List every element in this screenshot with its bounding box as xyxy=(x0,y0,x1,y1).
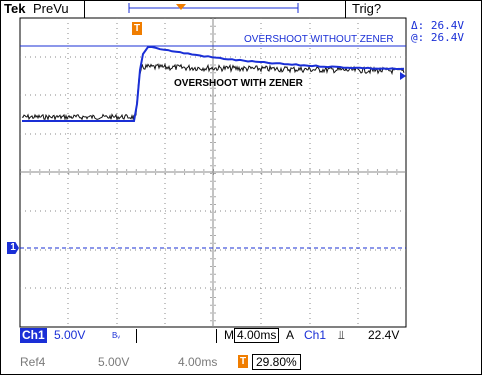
channel-readout-bar: Ch1 5.00V Bᵥ M 4.00ms A Ch1 ⫫ 22.4V xyxy=(20,328,406,344)
divider xyxy=(216,329,217,343)
horizontal-position-icon: T xyxy=(238,355,248,368)
ref-timebase: 4.00ms xyxy=(178,355,218,369)
ch1-volts-div: 5.00V xyxy=(54,328,86,342)
divider xyxy=(84,0,85,18)
top-status-bar: Tek PreVu Trig? xyxy=(0,0,482,18)
trigger-source[interactable]: Ch1 xyxy=(304,328,327,342)
divider xyxy=(345,0,346,18)
annotation-with-zener: OVERSHOOT WITH ZENER xyxy=(174,78,303,89)
bandwidth-limit-icon: Bᵥ xyxy=(112,331,120,340)
delta-readout: Δ: 26.4V xyxy=(411,19,464,32)
trigger-status: Trig? xyxy=(352,1,382,16)
horizontal-position-percent[interactable]: 29.80% xyxy=(252,354,301,370)
acquisition-mode: PreVu xyxy=(33,1,69,16)
annotation-without-zener: OVERSHOOT WITHOUT ZENER xyxy=(244,34,394,45)
ref-label: Ref4 xyxy=(20,355,46,369)
ch1-label[interactable]: Ch1 xyxy=(20,328,47,343)
timebase-value[interactable]: 4.00ms xyxy=(234,328,280,343)
timebase-prefix: M xyxy=(224,328,234,342)
channel1-marker[interactable]: 1 xyxy=(7,242,19,254)
trigger-source-prefix: A xyxy=(286,328,295,342)
at-readout: @: 26.4V xyxy=(411,31,464,44)
reference-readout-bar: Ref4 5.00V 4.00ms T 29.80% xyxy=(20,354,420,371)
divider xyxy=(136,329,137,343)
ref-volts-div: 5.00V xyxy=(98,355,130,369)
trigger-level: 22.4V xyxy=(368,328,400,342)
trigger-position-marker[interactable]: T xyxy=(132,22,142,35)
trigger-slope-icon: ⫫ xyxy=(338,328,345,342)
brand-logo: Tek xyxy=(4,1,26,16)
